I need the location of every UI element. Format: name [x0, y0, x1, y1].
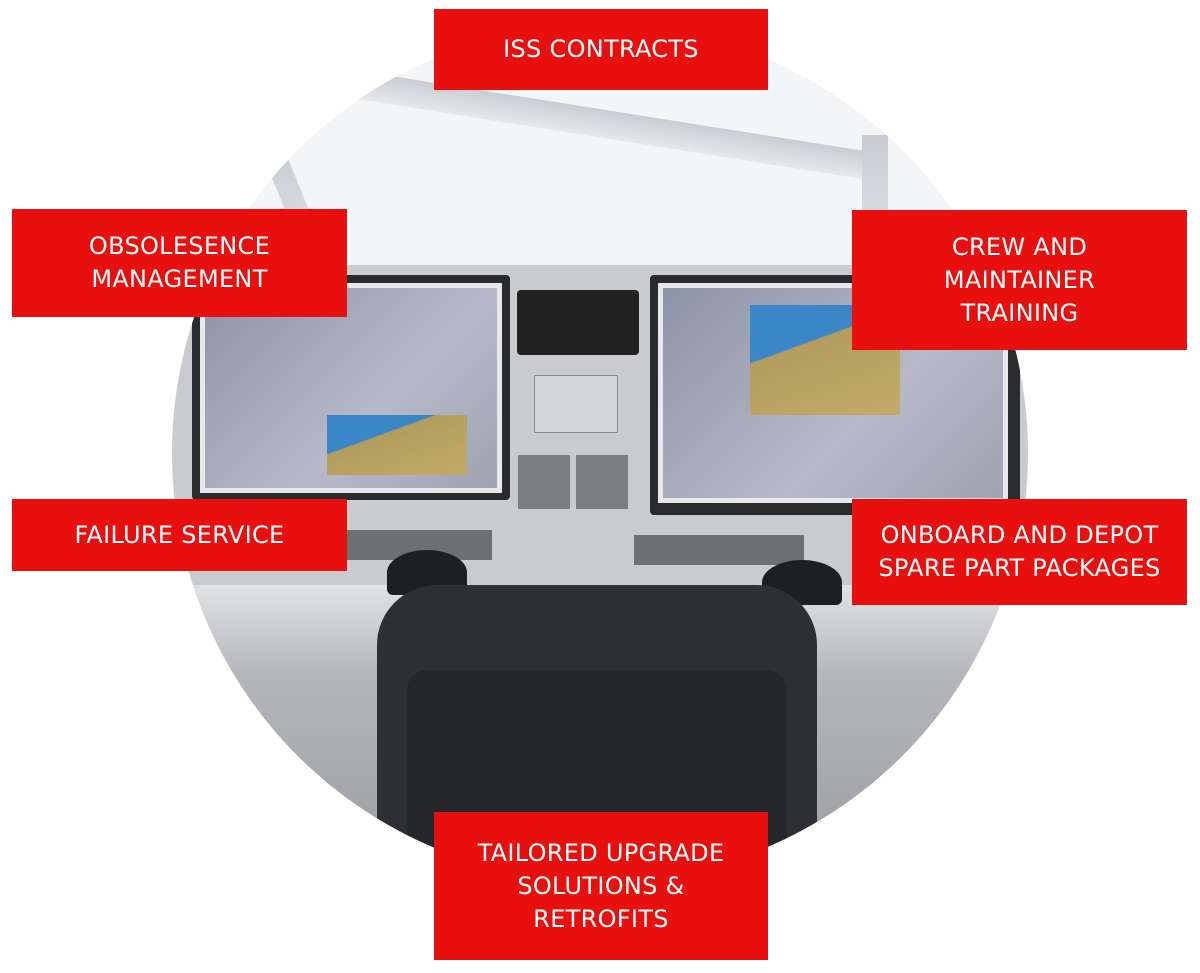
ship-bridge-console-photo	[172, 25, 1028, 881]
control-unit	[517, 290, 639, 355]
label-crew-training: CREW AND MAINTAINER TRAINING	[852, 210, 1187, 350]
label-iss-contracts: ISS CONTRACTS	[434, 9, 768, 90]
switch-panel	[576, 455, 628, 509]
nameplate-panel	[534, 375, 618, 433]
label-failure-service: FAILURE SERVICE	[12, 499, 347, 571]
label-obsolescence-management: OBSOLESENCE MANAGEMENT	[12, 209, 347, 317]
label-tailored-upgrades: TAILORED UPGRADE SOLUTIONS & RETROFITS	[434, 812, 768, 960]
label-spare-parts: ONBOARD AND DEPOT SPARE PART PACKAGES	[852, 499, 1187, 605]
keypad	[634, 535, 804, 565]
switch-panel	[518, 455, 570, 509]
